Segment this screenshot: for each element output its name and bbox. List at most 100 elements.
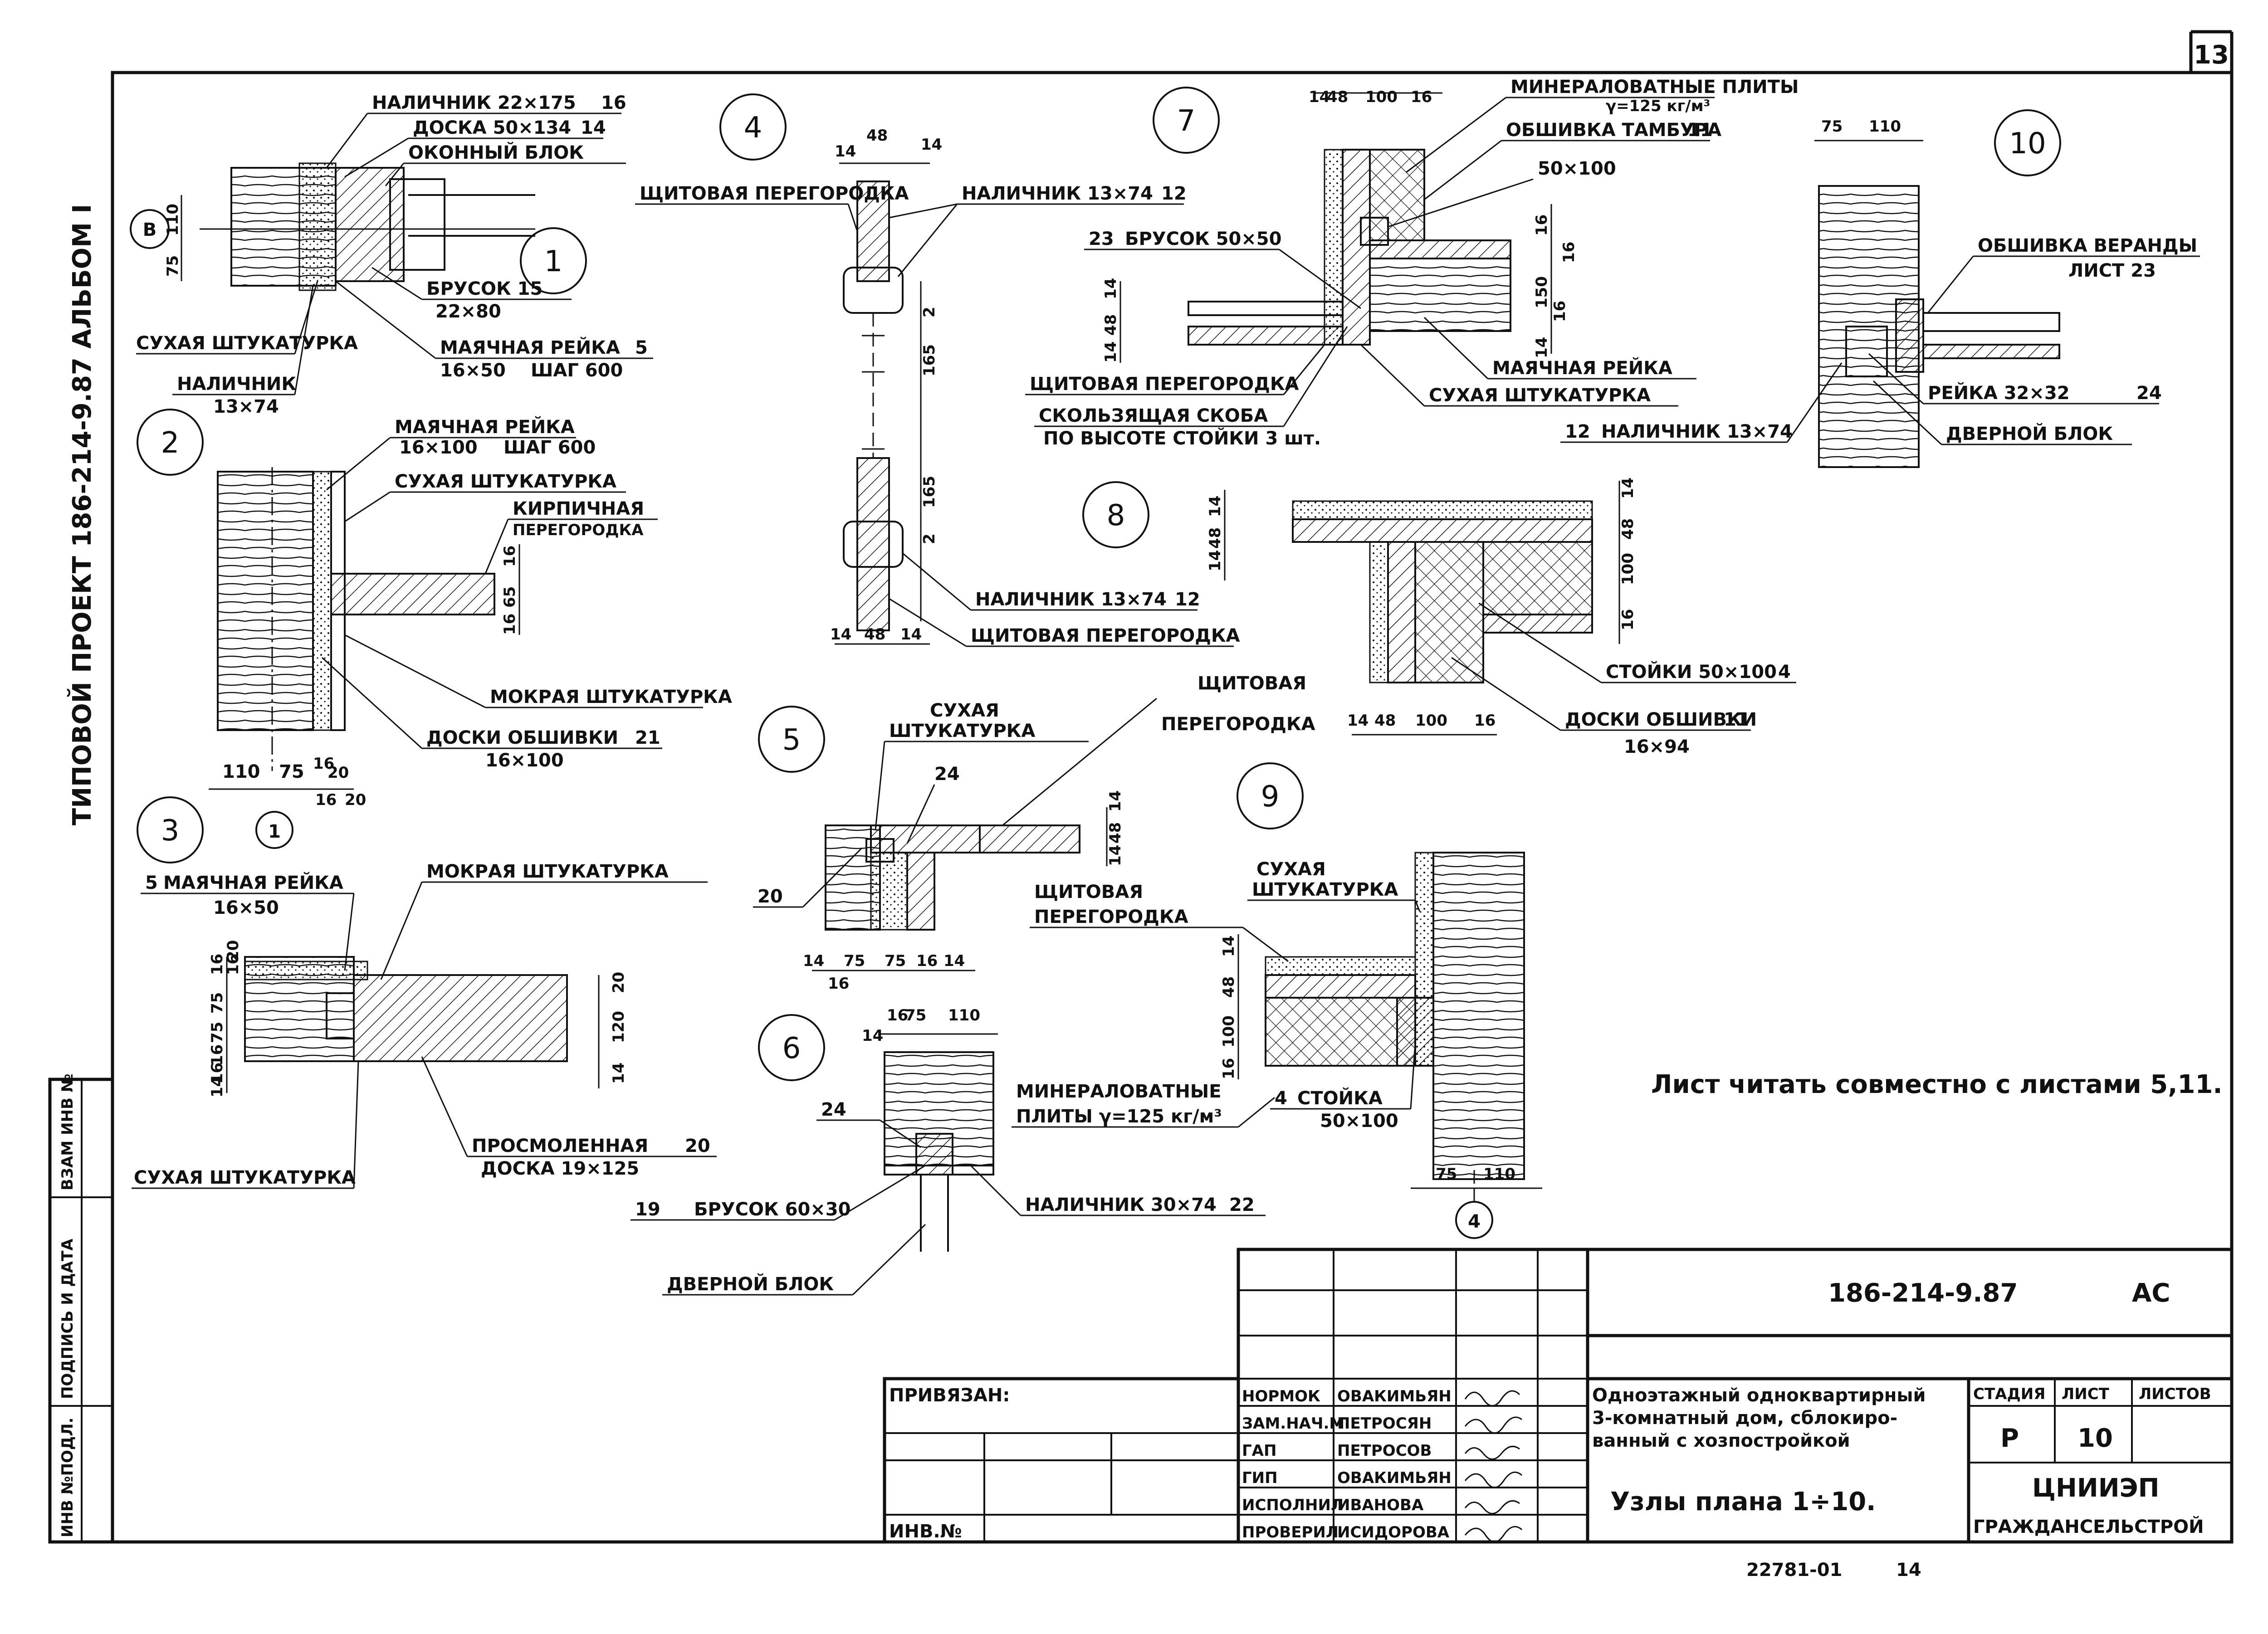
svg-text:ШТУКАТУРКА: ШТУКАТУРКА (889, 721, 1035, 741)
svg-text:110: 110 (164, 204, 182, 236)
svg-text:11: 11 (1724, 709, 1749, 730)
svg-text:48: 48 (1374, 712, 1396, 730)
svg-text:21: 21 (635, 727, 660, 748)
svg-text:14: 14 (1206, 496, 1224, 517)
svg-text:23: 23 (1089, 229, 1114, 249)
svg-text:ЛИСТ: ЛИСТ (2062, 1385, 2110, 1403)
detail-5: 5 СУХАЯ ШТУКАТУРКА 24 20 ЩИТОВАЯ ПЕРЕГОР… (753, 673, 1315, 993)
svg-text:ЩИТОВАЯ: ЩИТОВАЯ (1034, 882, 1143, 902)
detail-8-number: 8 (1107, 499, 1125, 532)
svg-text:75: 75 (208, 992, 226, 1014)
svg-text:50×100: 50×100 (1538, 158, 1616, 179)
svg-text:БРУСОК 60×30: БРУСОК 60×30 (694, 1199, 850, 1220)
svg-text:16: 16 (1411, 88, 1432, 106)
svg-text:16: 16 (501, 614, 519, 635)
svg-text:14: 14 (1206, 550, 1224, 571)
svg-text:ПЕРЕГОРОДКА: ПЕРЕГОРОДКА (1034, 907, 1188, 927)
svg-text:14: 14 (900, 625, 922, 644)
svg-text:16×50: 16×50 (440, 360, 506, 381)
svg-text:16: 16 (828, 975, 849, 993)
svg-text:НАЛИЧНИК: НАЛИЧНИК (177, 374, 296, 395)
detail-9-number: 9 (1261, 780, 1280, 814)
svg-text:ДОСКА 19×125: ДОСКА 19×125 (481, 1158, 639, 1179)
svg-text:Одноэтажный одноквартирный: Одноэтажный одноквартирный (1592, 1385, 1926, 1406)
side-box-replace: ВЗАМ ИНВ № (59, 1073, 77, 1190)
detail-6-number: 6 (782, 1032, 801, 1065)
svg-text:16: 16 (1220, 1058, 1238, 1079)
svg-text:75: 75 (905, 1006, 926, 1024)
svg-text:75: 75 (844, 952, 865, 970)
svg-text:14: 14 (862, 1027, 883, 1045)
svg-text:МАЯЧНАЯ РЕЙКА: МАЯЧНАЯ РЕЙКА (440, 337, 620, 358)
svg-text:48: 48 (1327, 88, 1348, 106)
svg-text:48: 48 (1102, 314, 1120, 336)
svg-text:19: 19 (635, 1199, 660, 1220)
svg-text:ДВЕРНОЙ БЛОК: ДВЕРНОЙ БЛОК (1946, 423, 2113, 444)
svg-text:ОКОННЫЙ БЛОК: ОКОННЫЙ БЛОК (408, 141, 584, 163)
svg-text:ШАГ 600: ШАГ 600 (503, 437, 596, 458)
svg-text:НАЛИЧНИК 13×74: НАЛИЧНИК 13×74 (1601, 421, 1793, 442)
svg-text:СУХАЯ ШТУКАТУРКА: СУХАЯ ШТУКАТУРКА (134, 1167, 356, 1188)
svg-text:65: 65 (501, 586, 519, 608)
svg-text:120: 120 (610, 1011, 628, 1043)
svg-text:20: 20 (685, 1136, 710, 1156)
svg-text:16: 16 (1551, 301, 1569, 322)
svg-text:МАЯЧНАЯ РЕЙКА: МАЯЧНАЯ РЕЙКА (163, 872, 343, 893)
signature-mark (1464, 1445, 1520, 1460)
svg-text:ЩИТОВАЯ: ЩИТОВАЯ (1198, 673, 1306, 694)
svg-text:ПО ВЫСОТЕ СТОЙКИ 3 шт.: ПО ВЫСОТЕ СТОЙКИ 3 шт. (1043, 427, 1321, 449)
svg-text:γ=125 кг/м³: γ=125 кг/м³ (1606, 97, 1710, 115)
svg-text:100: 100 (1365, 88, 1398, 106)
svg-text:ОБШИВКА ТАМБУРА: ОБШИВКА ТАМБУРА (1506, 120, 1721, 141)
svg-text:16×100: 16×100 (485, 750, 564, 771)
detail-9: 9 СУХАЯ ШТУКАТУРКА ЩИТОВАЯ ПЕРЕГОРОДКА 1… (1030, 762, 1542, 1239)
detail-2-number: 2 (161, 426, 180, 460)
svg-text:22: 22 (1229, 1195, 1255, 1215)
svg-text:100: 100 (1619, 553, 1637, 585)
svg-text:16: 16 (916, 952, 938, 970)
sheet-number: 13 (2194, 40, 2229, 70)
side-box-inv: ИНВ №ПОДЛ. (59, 1418, 77, 1537)
svg-text:2: 2 (920, 533, 938, 544)
svg-text:75: 75 (279, 761, 304, 782)
svg-text:ДОСКИ ОБШИВКИ: ДОСКИ ОБШИВКИ (1565, 709, 1757, 730)
svg-text:48: 48 (1220, 976, 1238, 998)
svg-text:10: 10 (2077, 1424, 2113, 1453)
svg-text:НАЛИЧНИК 30×74: НАЛИЧНИК 30×74 (1025, 1195, 1217, 1215)
svg-text:75: 75 (885, 952, 906, 970)
svg-text:ГАП: ГАП (1242, 1442, 1276, 1460)
svg-text:14: 14 (1102, 278, 1120, 299)
svg-text:БРУСОК 50×50: БРУСОК 50×50 (1125, 229, 1281, 249)
svg-text:ИСИДОРОВА: ИСИДОРОВА (1337, 1523, 1450, 1541)
svg-text:100: 100 (1415, 712, 1447, 730)
sheet-note: Лист читать совместно с листами 5,11. (1651, 1070, 2223, 1099)
svg-text:20: 20 (224, 940, 242, 961)
svg-text:13×74: 13×74 (213, 396, 279, 417)
svg-text:14: 14 (1309, 88, 1330, 106)
svg-text:14: 14 (835, 142, 856, 161)
svg-text:75: 75 (1436, 1165, 1457, 1183)
svg-text:16×100: 16×100 (399, 437, 478, 458)
sheet-title: Узлы плана 1÷10. (1610, 1487, 1876, 1517)
signature-mark (1464, 1390, 1520, 1407)
svg-text:ДОСКИ ОБШИВКИ: ДОСКИ ОБШИВКИ (426, 727, 618, 748)
svg-text:ИСПОЛНИЛ: ИСПОЛНИЛ (1242, 1496, 1344, 1514)
detail-8: 8 14 48 14 14 48 100 16 СТОЙКИ 50×100 4 … (1082, 478, 1796, 757)
side-box-sign: ПОДПИСЬ И ДАТА (59, 1239, 77, 1399)
svg-text:14: 14 (830, 625, 851, 644)
svg-text:4: 4 (1778, 662, 1791, 683)
svg-text:16: 16 (208, 1063, 226, 1084)
detail-1-circle (520, 227, 587, 294)
svg-text:110: 110 (1869, 117, 1901, 136)
svg-text:ГИП: ГИП (1242, 1469, 1278, 1487)
svg-text:НАЛИЧНИК 13×74: НАЛИЧНИК 13×74 (975, 589, 1167, 610)
svg-text:ЗАМ.НАЧ.М: ЗАМ.НАЧ.М (1242, 1415, 1344, 1433)
svg-text:165: 165 (920, 344, 938, 376)
svg-text:СУХАЯ: СУХАЯ (1256, 859, 1326, 880)
svg-text:24: 24 (934, 764, 960, 785)
svg-text:14: 14 (1220, 936, 1238, 957)
svg-text:16: 16 (601, 93, 626, 113)
svg-text:20: 20 (758, 886, 783, 907)
side-title: ТИПОВОЙ ПРОЕКТ 186-214-9.87 АЛЬБОМ I (67, 204, 97, 825)
